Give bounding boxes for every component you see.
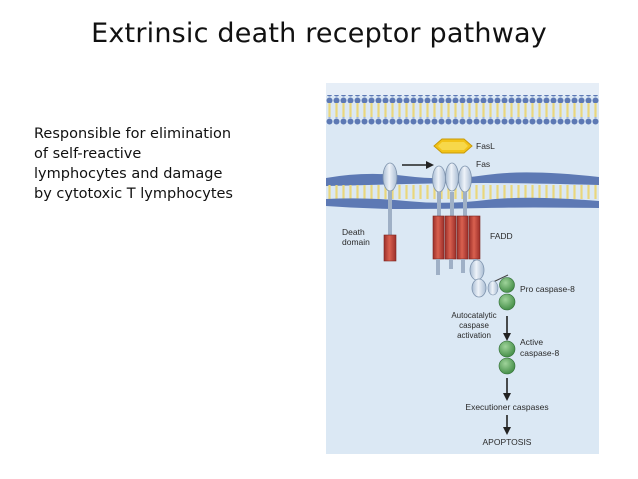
- active-caspase-label: Active: [520, 337, 543, 347]
- active-caspase-8: [498, 340, 516, 375]
- apoptosis-arrow: [503, 415, 511, 435]
- description-line: Responsible for elimination: [34, 126, 232, 142]
- executioner-label: Executioner caspases: [465, 402, 548, 412]
- executioner-arrow: [503, 378, 511, 401]
- description-line: of self-reactive: [34, 146, 142, 162]
- top-membrane: [326, 95, 599, 125]
- description: Responsible for elimination of self-reac…: [34, 124, 284, 204]
- death-domain-block: [383, 234, 397, 262]
- fas-receptor-trimer: [432, 162, 481, 275]
- autocatalytic-label: caspase: [459, 321, 489, 330]
- recruit-arrow: [402, 161, 434, 169]
- fadd-adaptor: [469, 259, 487, 298]
- slide-title: Extrinsic death receptor pathway: [91, 18, 547, 49]
- extracellular-space: [326, 83, 599, 96]
- autocatalytic-label: Autocatalytic: [451, 311, 496, 320]
- fasl-ligand: [433, 138, 473, 154]
- pathway-diagram: FasL Fas Death domain FADD Pro caspase-8…: [326, 83, 599, 454]
- description-line: lymphocytes and damage: [34, 166, 223, 182]
- active-caspase-label: caspase-8: [520, 348, 559, 358]
- autocatalytic-label: activation: [457, 331, 491, 340]
- description-line: by cytotoxic T lymphocytes: [34, 186, 233, 202]
- death-domain-label: domain: [342, 237, 370, 247]
- activation-arrow: [503, 316, 511, 341]
- death-domain-label: Death: [342, 227, 365, 237]
- pro-caspase-8: [487, 274, 516, 311]
- fadd-label: FADD: [490, 231, 513, 241]
- fas-label: Fas: [476, 159, 490, 169]
- fas-receptor-monomer: [382, 162, 398, 262]
- pathway-svg: FasL Fas Death domain FADD Pro caspase-8…: [326, 83, 599, 454]
- apoptosis-label: APOPTOSIS: [483, 437, 532, 447]
- pro-caspase-label: Pro caspase-8: [520, 284, 575, 294]
- fasl-label: FasL: [476, 141, 495, 151]
- cytoplasm: [326, 96, 599, 454]
